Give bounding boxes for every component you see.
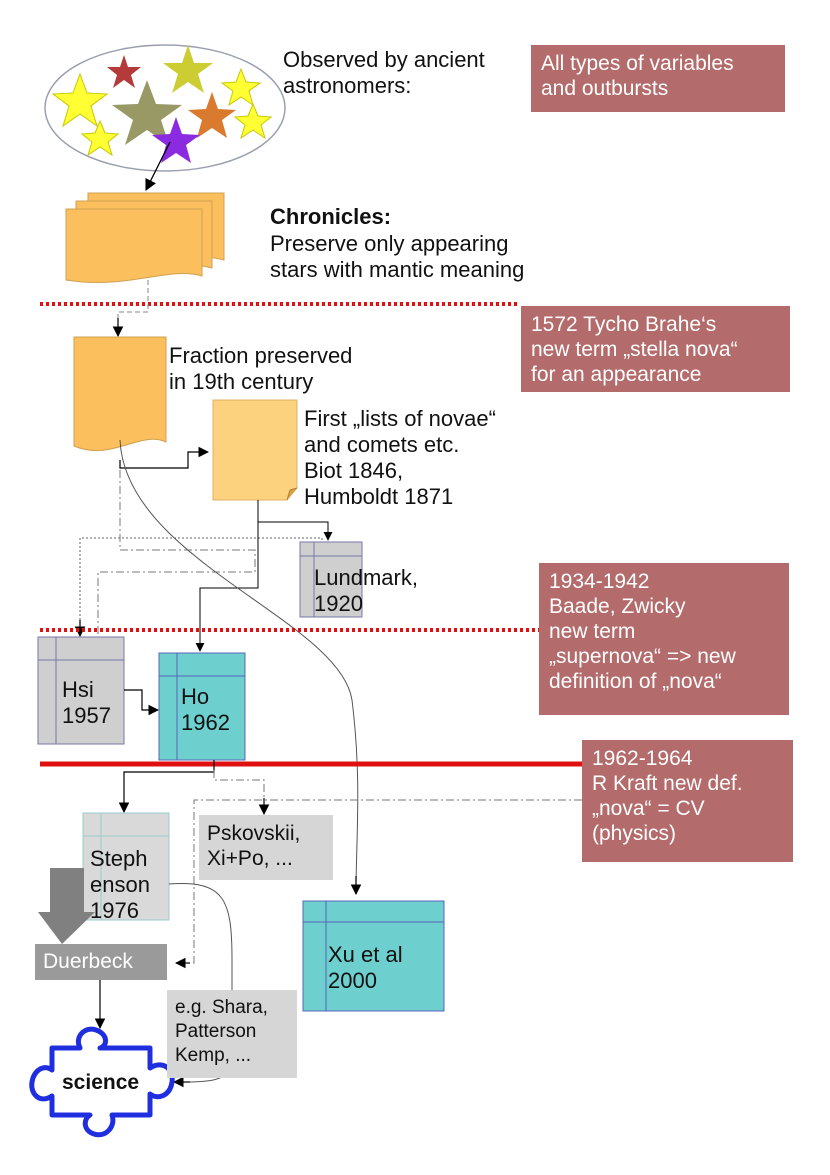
chronicles-title: Chronicles: (270, 204, 392, 229)
pskovskii-box: Pskovskii, Xi+Po, ... (199, 815, 333, 880)
table-icon (82, 812, 170, 921)
puzzle-icon (29, 1026, 175, 1138)
shara-box: e.g. Shara, Patterson Kemp, ... (167, 990, 297, 1078)
star-icon (51, 72, 109, 128)
document-stack-icon (65, 192, 225, 283)
star-icon (220, 67, 262, 107)
chronicles-body: Preserve only appearing stars with manti… (270, 231, 525, 282)
flow-arrow (38, 868, 108, 944)
fraction-label: Fraction preserved in 19th century (169, 343, 353, 394)
note-icon (212, 399, 298, 501)
table-icon (37, 636, 125, 745)
star-icon (107, 55, 141, 88)
hsi-label: Hsi 1957 (62, 677, 111, 728)
note-baade: 1934-1942 Baade, Zwicky new term „supern… (539, 563, 789, 715)
star-icon (112, 80, 182, 145)
star-icon (188, 92, 236, 138)
star-icon (163, 45, 213, 93)
observed-label: Observed by ancient astronomers: (283, 47, 485, 98)
note-kraft: 1962-1964 R Kraft new def. „nova“ = CV (… (582, 740, 793, 862)
note-tycho: 1572 Tycho Brahe‘s new term „stella nova… (521, 306, 790, 392)
stephenson-label: Steph enson 1976 (90, 846, 150, 923)
lundmark-label: Lundmark, 1920 (314, 565, 418, 616)
xu-label: Xu et al 2000 (328, 942, 403, 993)
note-variables: All types of variables and outbursts (531, 45, 785, 112)
duerbeck-box: Duerbeck (35, 944, 167, 980)
star-icon (233, 102, 273, 140)
science-label: science (62, 1071, 140, 1094)
table-icon (299, 541, 363, 618)
ho-label: Ho 1962 (181, 684, 230, 735)
first-lists-label: First „lists of novae“ and comets etc. B… (304, 406, 496, 509)
table-icon (158, 652, 246, 761)
star-icon (80, 119, 120, 157)
table-icon (302, 900, 445, 1012)
document-icon (73, 336, 167, 452)
star-icon (152, 117, 200, 163)
